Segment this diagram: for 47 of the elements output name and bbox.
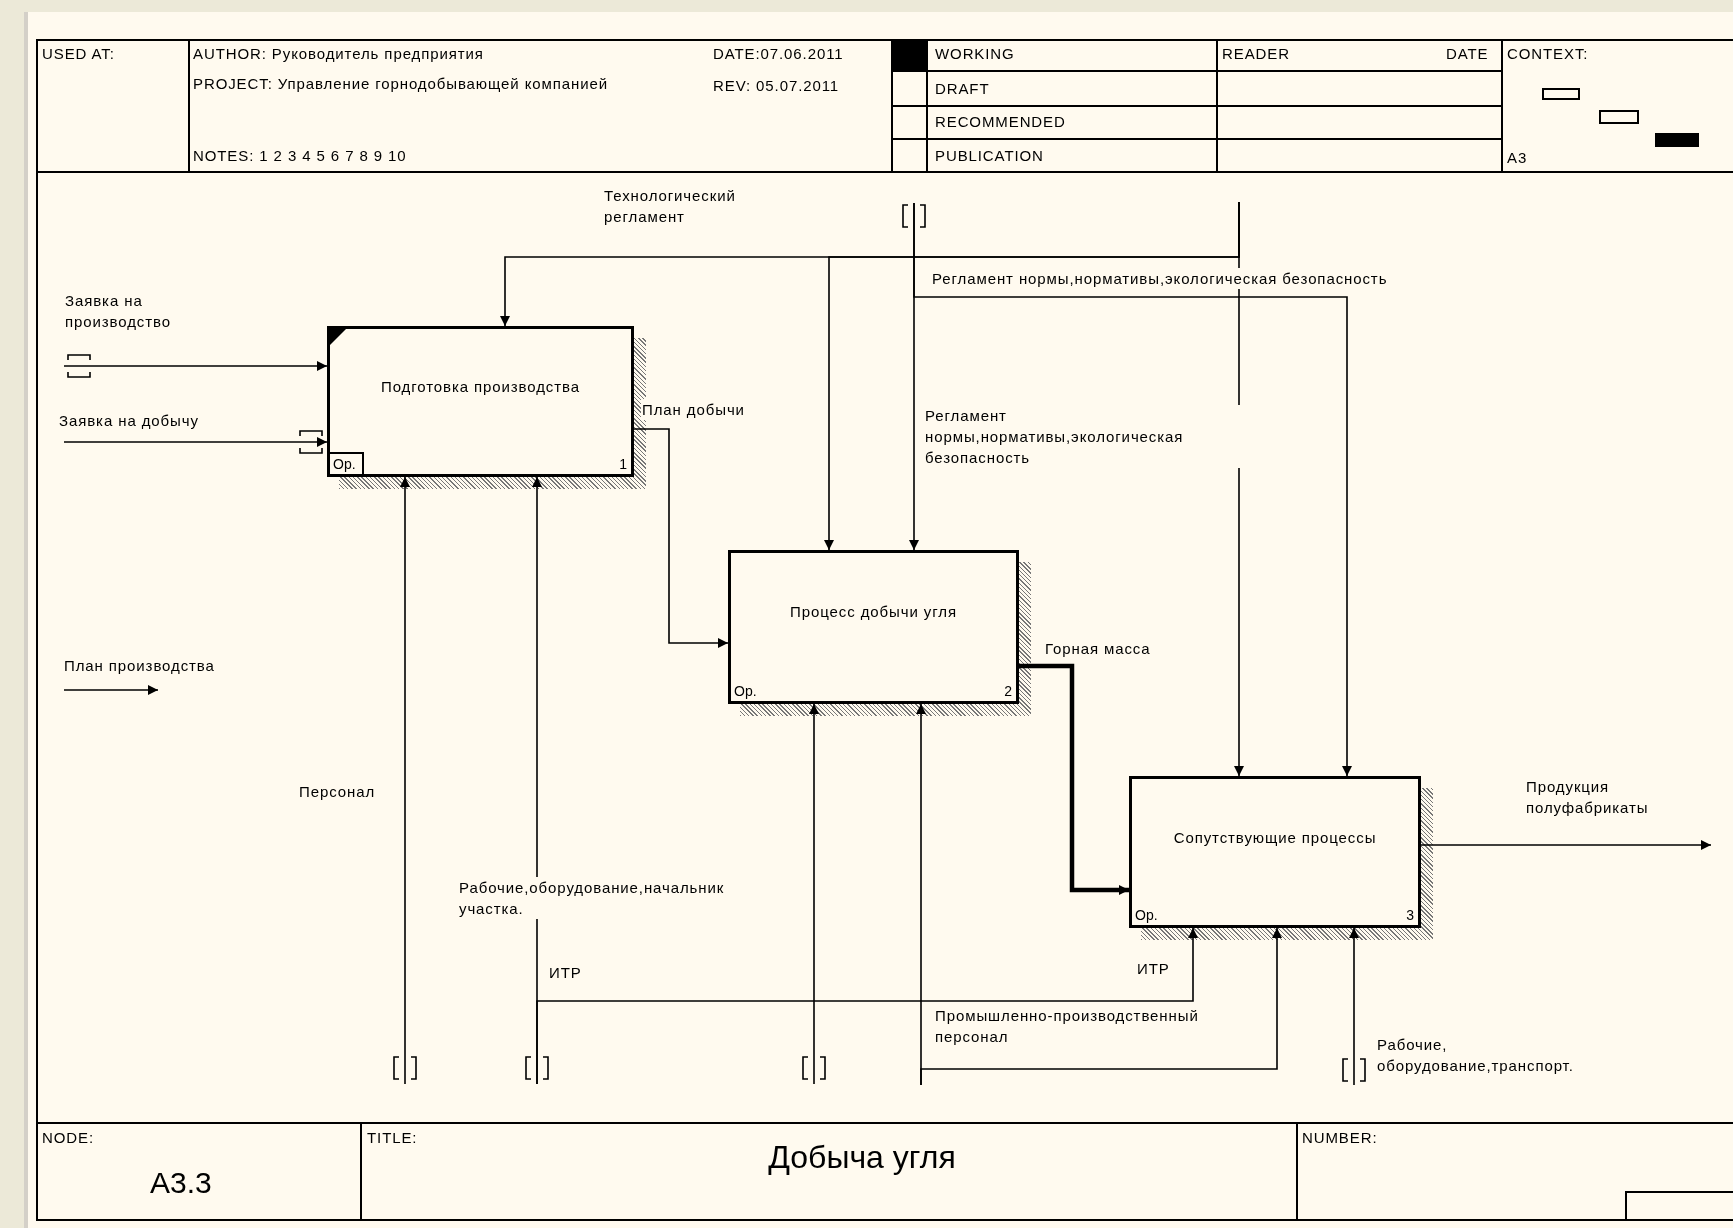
activity-box (728, 550, 1019, 704)
header-text: PROJECT: Управление горнодобывающей компанией (193, 74, 609, 94)
header-text: AUTHOR: Руководитель предприятия (193, 44, 484, 64)
header-text: PUBLICATION (935, 146, 1044, 166)
activity-cost: Ор. (733, 682, 758, 701)
arrow (1019, 663, 1129, 895)
edge-label: Регламент нормы,нормативы,экологическая безопасность (931, 268, 1389, 289)
header-text: NODE: (42, 1128, 94, 1148)
header-text: ИТР (1137, 959, 1170, 979)
tunneled-arrow (1342, 927, 1366, 1086)
activity-number: 3 (1406, 906, 1414, 925)
header-text: A3.3 (150, 1165, 212, 1201)
header-text: A3 (1507, 148, 1528, 168)
header-text: CONTEXT: (1507, 44, 1589, 64)
activity-box (1129, 776, 1421, 928)
header-text: DATE:07.06.2011 (713, 44, 844, 64)
tunneled-arrow (63, 354, 328, 378)
arrow (920, 927, 1282, 1086)
tunneled-arrow (63, 430, 328, 454)
edge-label: План добычи (641, 399, 746, 420)
diagram-title: Добыча угля (767, 1138, 957, 1177)
header-text: REV: 05.07.2011 (713, 76, 840, 96)
activity-cost: Ор. (1134, 906, 1159, 925)
header-text: DATE (1446, 44, 1489, 64)
arrow (1420, 840, 1712, 850)
header-text: RECOMMENDED (935, 112, 1066, 132)
header-text: NOTES: 1 2 3 4 5 6 7 8 9 10 (193, 146, 407, 166)
arrow (536, 927, 1198, 1085)
arrow (913, 202, 1352, 777)
activity-name: Сопутствующие процессы (1172, 828, 1378, 848)
tunneled-arrow (393, 476, 417, 1085)
tunneled-arrow (902, 202, 926, 551)
arrow (633, 428, 729, 648)
activity-cost: Ор. (330, 452, 364, 474)
header-text: WORKING (935, 44, 1015, 64)
activity-name: Подготовка производства (380, 378, 581, 398)
activity-number: 1 (619, 455, 627, 474)
header-text: TITLE: (367, 1128, 418, 1148)
legend-text: План производства (64, 656, 215, 676)
tunneled-arrow (802, 703, 826, 1085)
activity-name: Процесс добычи угля (789, 603, 958, 623)
activity-box (327, 326, 634, 477)
header-text: USED AT: (42, 44, 115, 64)
header-text: NUMBER: (1302, 1128, 1378, 1148)
activity-number: 2 (1004, 682, 1012, 701)
header-text: DRAFT (935, 79, 990, 99)
header-text: READER (1222, 44, 1290, 64)
